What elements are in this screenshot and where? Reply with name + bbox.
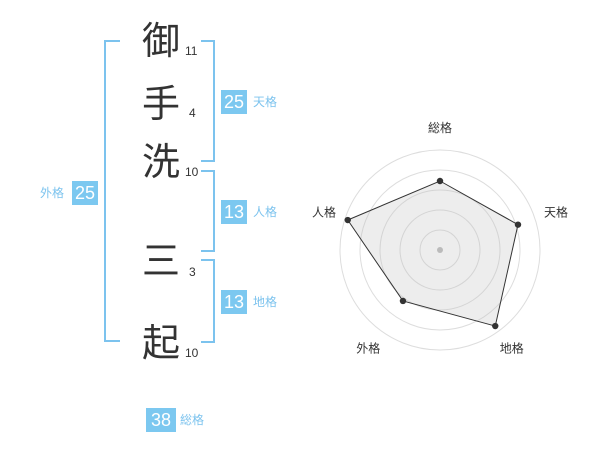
radar-center-dot bbox=[437, 247, 443, 253]
name-char-4: 三 bbox=[142, 239, 181, 283]
stroke-count-3: 10 bbox=[185, 165, 199, 179]
radar-point-2 bbox=[514, 221, 522, 228]
gaikaku-label: 外格 bbox=[40, 186, 65, 200]
radar-grid-ring-4 bbox=[399, 209, 481, 291]
radar-axis-label-4: 外格 bbox=[356, 341, 380, 356]
radar-axis-label-3: 地格 bbox=[500, 341, 524, 356]
radar-point-5 bbox=[344, 216, 351, 224]
stroke-count-5: 10 bbox=[185, 346, 199, 360]
tenkaku-badge: 25 bbox=[221, 90, 247, 114]
stroke-count-4: 3 bbox=[189, 265, 196, 279]
radar-axis-label-1: 総格 bbox=[428, 120, 452, 135]
gaikaku-bracket bbox=[104, 40, 120, 342]
name-char-2: 手 bbox=[142, 82, 181, 126]
chikaku-bracket bbox=[201, 259, 215, 343]
soukaku-badge: 38 bbox=[146, 408, 176, 432]
radar-grid-ring-5 bbox=[419, 229, 461, 271]
radar-axis-label-2: 天格 bbox=[544, 204, 568, 219]
jinkaku-bracket bbox=[201, 170, 215, 252]
radar-grid-ring-1 bbox=[339, 149, 541, 351]
chikaku-badge: 13 bbox=[221, 290, 247, 314]
name-char-3: 洗 bbox=[142, 140, 181, 184]
name-char-5: 起 bbox=[142, 321, 181, 365]
soukaku-label: 総格 bbox=[180, 413, 205, 427]
jinkaku-label: 人格 bbox=[253, 205, 278, 219]
radar-grid-ring-3 bbox=[379, 189, 501, 311]
tenkaku-label: 天格 bbox=[253, 95, 278, 109]
stroke-count-1: 11 bbox=[185, 44, 198, 58]
tenkaku-bracket bbox=[201, 40, 215, 162]
radar-data-area bbox=[346, 180, 519, 327]
radar-point-3 bbox=[492, 322, 499, 330]
radar-axis-label-5: 人格 bbox=[312, 204, 336, 219]
radar-point-1 bbox=[436, 177, 444, 185]
gaikaku-badge: 25 bbox=[72, 181, 98, 205]
chikaku-label: 地格 bbox=[253, 295, 278, 309]
jinkaku-badge: 13 bbox=[221, 200, 247, 224]
stroke-count-2: 4 bbox=[189, 106, 196, 120]
radar-point-4 bbox=[399, 297, 407, 305]
radar-grid-ring-2 bbox=[359, 169, 521, 331]
name-char-1: 御 bbox=[142, 19, 181, 63]
